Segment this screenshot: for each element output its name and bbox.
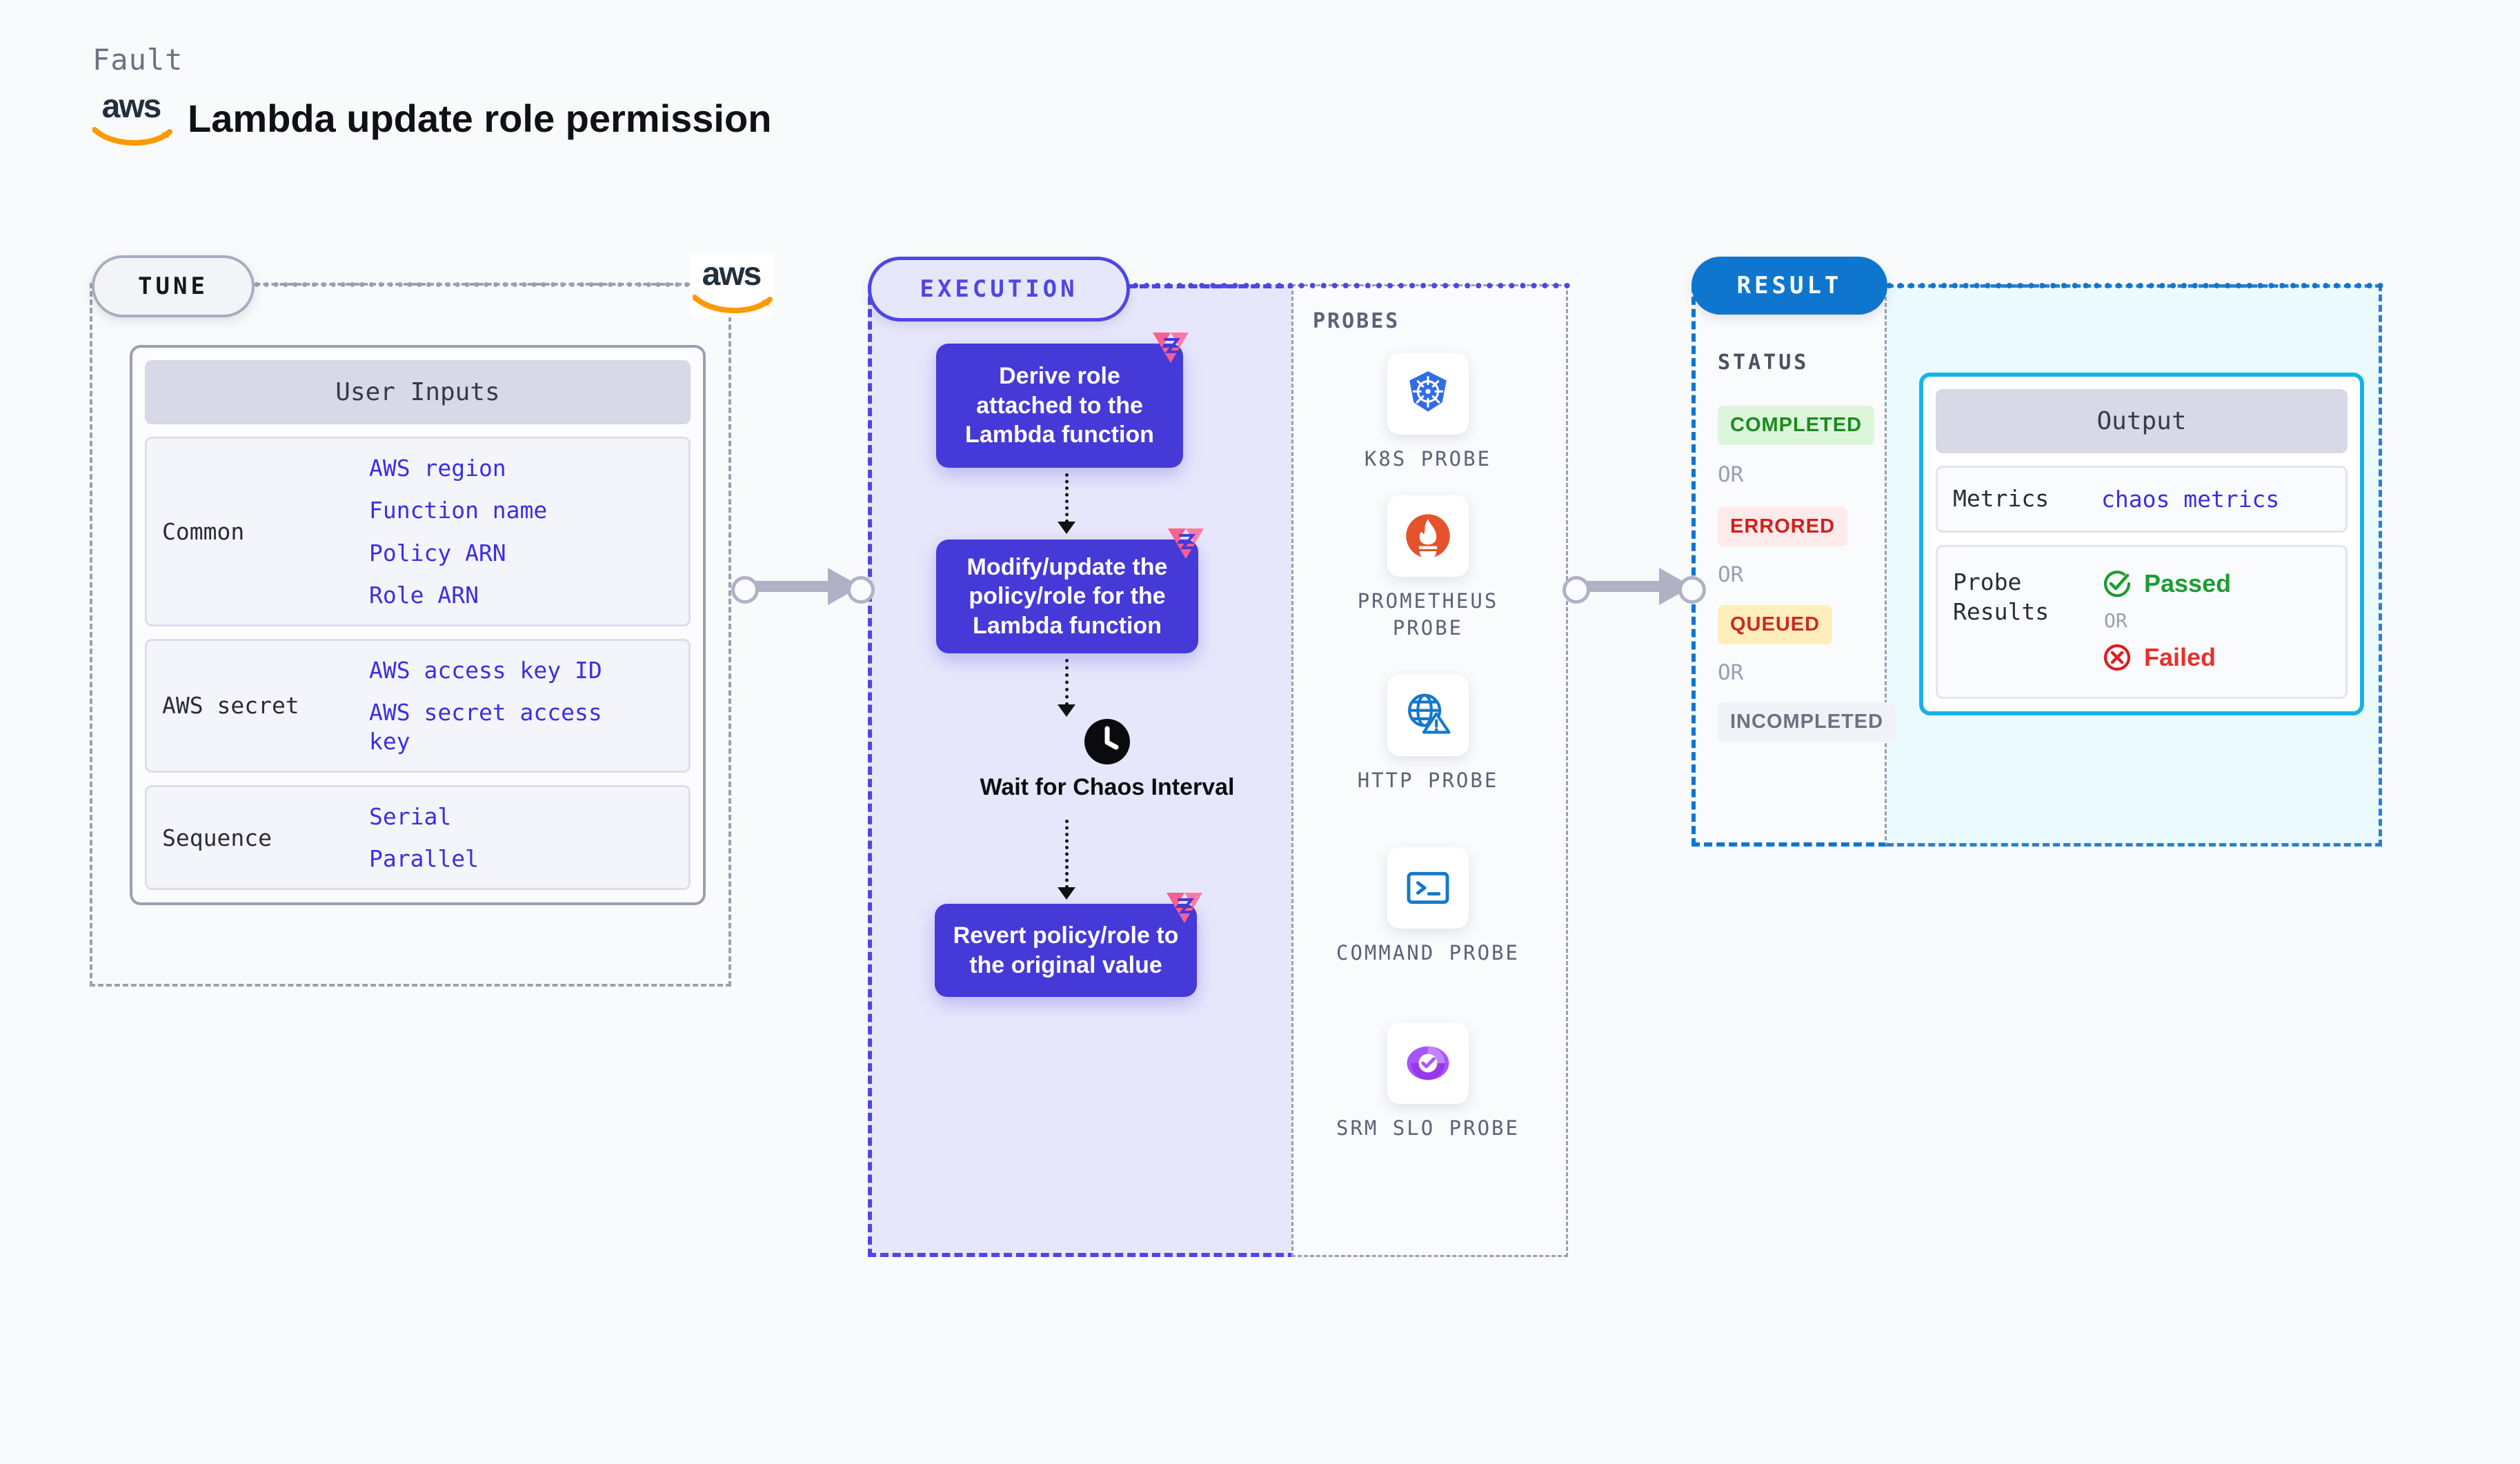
execution-step-label: Modify/update the policy/role for the La… xyxy=(966,553,1168,639)
input-group-label: Common xyxy=(162,518,245,545)
input-group-sequence: Sequence Serial Parallel xyxy=(145,784,691,891)
aws-smile-icon xyxy=(92,127,172,146)
passed-label: Passed xyxy=(2144,568,2232,597)
input-group-common: Common AWS region Function name Policy A… xyxy=(145,437,691,626)
execution-connector-line xyxy=(1122,283,1570,288)
x-circle-icon xyxy=(2103,644,2131,671)
status-or-1: OR xyxy=(1718,462,1744,487)
probe-label: HTTP PROBE xyxy=(1357,769,1499,792)
result-status-panel xyxy=(1691,284,1887,847)
clock-icon xyxy=(1084,719,1130,764)
kubernetes-icon xyxy=(1409,371,1447,412)
stage-badge-result[interactable]: RESULT xyxy=(1691,257,1887,315)
litmus-icon xyxy=(1167,893,1202,923)
output-card: Output Metrics chaos metrics Probe Resul… xyxy=(1919,373,2364,715)
aws-smile-icon-badge xyxy=(693,295,773,314)
page-title: Lambda update role permission xyxy=(188,96,772,140)
connector-tune-to-execution xyxy=(731,562,875,611)
litmus-icon xyxy=(1168,528,1204,559)
fault-label: Fault xyxy=(92,43,183,77)
probe-http[interactable]: HTTP PROBE xyxy=(1325,675,1531,794)
probe-result-failed: Failed xyxy=(2101,642,2231,673)
metrics-value[interactable]: chaos metrics xyxy=(2101,485,2280,513)
probe-card xyxy=(1387,675,1469,756)
step-arrow-head-3 xyxy=(1058,887,1075,900)
step-arrow-head-1 xyxy=(1058,522,1075,534)
input-value[interactable]: Function name xyxy=(369,497,548,524)
status-title: STATUS xyxy=(1718,350,1809,375)
status-badge-completed: COMPLETED xyxy=(1718,406,1875,445)
execution-step-label: Revert policy/role to the original value xyxy=(953,922,1179,978)
page-header: Fault aws Lambda update role permission xyxy=(90,43,771,150)
wait-for-chaos-interval: Wait for Chaos Interval xyxy=(962,718,1252,802)
input-value[interactable]: Parallel xyxy=(369,845,479,872)
probe-label: PROMETHEUS PROBE xyxy=(1357,589,1499,640)
probe-result-passed: Passed xyxy=(2101,568,2231,600)
execution-step-3[interactable]: Revert policy/role to the original value xyxy=(935,893,1202,997)
connector-execution-to-result xyxy=(1562,562,1706,611)
probe-result-or: OR xyxy=(2104,609,2127,632)
input-group-aws-secret: AWS secret AWS access key ID AWS secret … xyxy=(145,639,691,773)
input-value[interactable]: AWS region xyxy=(369,455,506,482)
output-row-probe-results: Probe Results Passed OR Failed xyxy=(1936,544,2348,699)
status-or-3: OR xyxy=(1718,660,1744,685)
terminal-icon xyxy=(1407,871,1449,904)
probe-card xyxy=(1387,495,1469,577)
status-badge-incompleted: INCOMPLETED xyxy=(1718,702,1896,742)
probe-card xyxy=(1387,1022,1469,1104)
aws-logo-badge: aws xyxy=(690,254,773,317)
output-row-metrics: Metrics chaos metrics xyxy=(1936,466,2348,533)
output-title: Output xyxy=(1936,389,2348,453)
execution-step-1[interactable]: Derive role attached to the Lambda funct… xyxy=(936,333,1189,468)
probe-command[interactable]: COMMAND PROBE xyxy=(1325,847,1531,967)
input-group-label: Sequence xyxy=(162,824,272,851)
probes-title: PROBES xyxy=(1313,309,1400,333)
prometheus-icon xyxy=(1406,514,1450,560)
stage-badge-execution[interactable]: EXECUTION xyxy=(868,257,1130,322)
probe-label: K8S PROBE xyxy=(1364,447,1492,471)
status-or-2: OR xyxy=(1718,562,1744,587)
http-globe-icon xyxy=(1408,693,1451,734)
status-badge-errored: ERRORED xyxy=(1718,507,1848,546)
input-value[interactable]: Role ARN xyxy=(369,581,479,609)
step-arrow-2 xyxy=(1065,659,1071,706)
probe-label: COMMAND PROBE xyxy=(1336,941,1520,965)
user-inputs-card: User Inputs Common AWS region Function n… xyxy=(130,345,706,906)
aws-logo: aws xyxy=(90,86,172,150)
probe-card xyxy=(1387,353,1469,435)
input-value[interactable]: AWS secret access key xyxy=(369,699,602,755)
tune-connector-line xyxy=(245,282,728,287)
aws-wordmark: aws xyxy=(101,88,162,125)
probe-k8s[interactable]: K8S PROBE xyxy=(1325,353,1531,473)
failed-label: Failed xyxy=(2144,642,2216,671)
execution-step-label: Derive role attached to the Lambda funct… xyxy=(965,363,1154,448)
check-circle-icon xyxy=(2103,571,2131,597)
wait-label: Wait for Chaos Interval xyxy=(980,774,1235,800)
step-arrow-1 xyxy=(1065,473,1071,523)
stage-badge-tune[interactable]: TUNE xyxy=(92,255,255,317)
input-value[interactable]: AWS access key ID xyxy=(369,657,602,684)
step-arrow-3 xyxy=(1065,820,1071,889)
probe-card xyxy=(1387,847,1469,929)
input-group-label: AWS secret xyxy=(162,692,299,720)
probe-label: SRM SLO PROBE xyxy=(1336,1116,1520,1140)
input-value[interactable]: Policy ARN xyxy=(369,539,506,566)
result-connector-line xyxy=(1887,283,2383,288)
srm-slo-icon xyxy=(1407,1046,1449,1080)
metrics-label: Metrics xyxy=(1953,485,2050,512)
probe-results-label: Probe Results xyxy=(1953,568,2050,625)
status-badge-queued: QUEUED xyxy=(1718,605,1833,644)
step-arrow-head-2 xyxy=(1058,704,1075,717)
execution-step-2[interactable]: Modify/update the policy/role for the La… xyxy=(936,528,1204,653)
user-inputs-title: User Inputs xyxy=(145,360,691,424)
litmus-icon xyxy=(1153,333,1189,363)
probe-prometheus[interactable]: PROMETHEUS PROBE xyxy=(1325,495,1531,642)
probe-srm-slo[interactable]: SRM SLO PROBE xyxy=(1325,1022,1531,1142)
aws-wordmark-badge: aws xyxy=(702,256,762,293)
input-value[interactable]: Serial xyxy=(369,802,452,830)
